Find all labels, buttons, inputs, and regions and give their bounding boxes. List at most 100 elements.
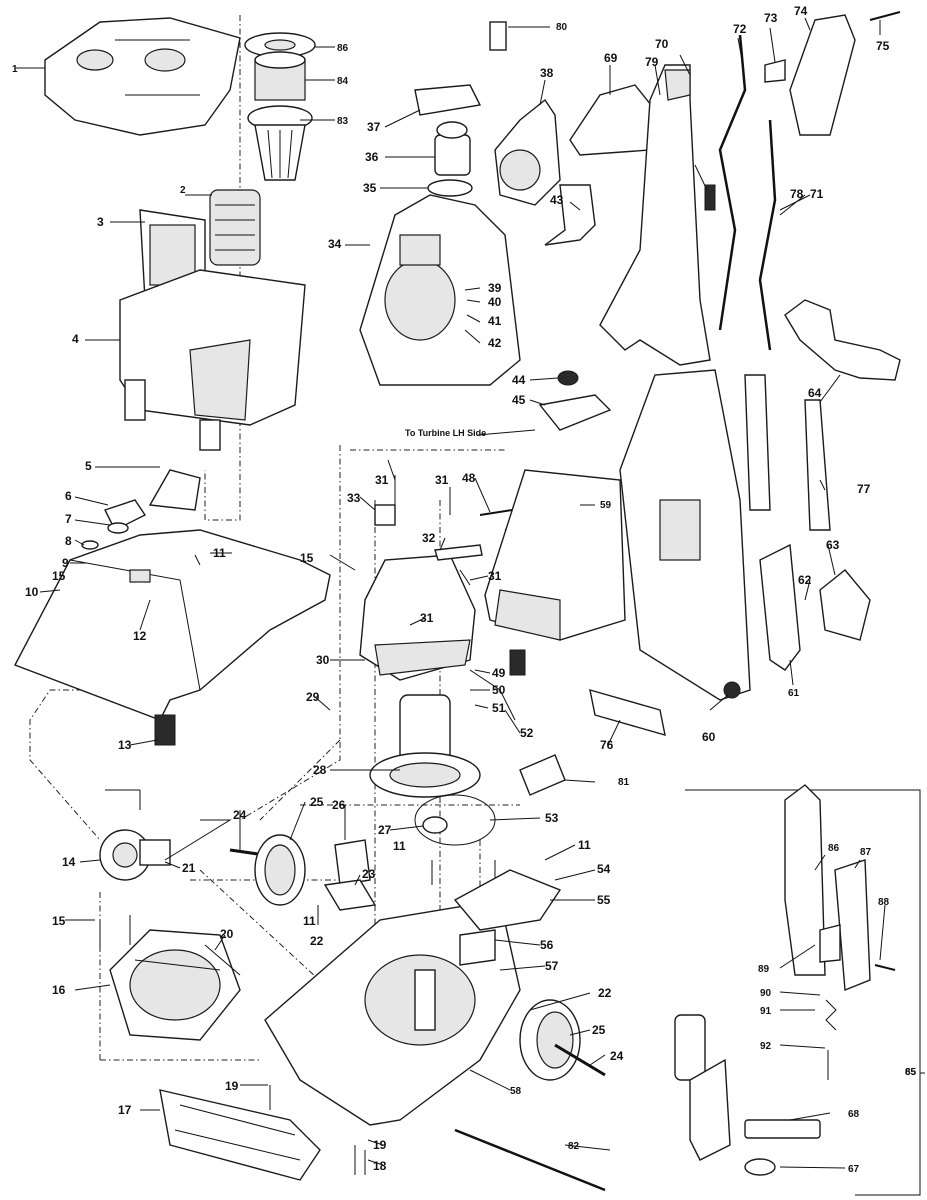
callout-78: 78 xyxy=(790,187,804,201)
part-73-clip xyxy=(764,59,786,83)
callout-4: 4 xyxy=(72,332,79,346)
part-37-handle xyxy=(414,84,482,116)
part-61-bracket xyxy=(759,543,801,671)
callout-48: 48 xyxy=(462,471,476,485)
part-68-brush-strip xyxy=(744,1119,821,1139)
callout-43: 43 xyxy=(550,193,564,207)
turbine-note: To Turbine LH Side xyxy=(405,428,486,438)
callout-59: 59 xyxy=(600,500,612,511)
part-32-latch xyxy=(434,544,483,561)
callout-32: 32 xyxy=(422,531,436,545)
part-24-25-wheel-left xyxy=(229,834,306,906)
part-85-crevice-tool xyxy=(674,1014,731,1161)
part-75-screw xyxy=(869,11,901,21)
part-28-motor xyxy=(369,694,481,798)
callout-6: 6 xyxy=(65,489,72,503)
callout-45: 45 xyxy=(512,393,526,407)
callout-12: 12 xyxy=(133,629,147,643)
part-23-bracket xyxy=(323,879,377,911)
callout-22: 22 xyxy=(310,934,324,948)
callout-89: 89 xyxy=(758,964,770,975)
callout-10: 10 xyxy=(25,585,39,599)
callout-31: 31 xyxy=(375,473,389,487)
part-86-92-hose-tool xyxy=(784,784,896,1080)
part-36-cap xyxy=(434,121,471,176)
callout-91: 91 xyxy=(760,1006,772,1017)
callout-25: 25 xyxy=(310,795,324,809)
callout-31: 31 xyxy=(435,473,449,487)
callout-19: 19 xyxy=(225,1079,239,1093)
part-70-79-handle xyxy=(599,64,711,366)
part-82-rod xyxy=(454,1128,606,1192)
part-16-brush-housing xyxy=(109,929,241,1041)
part-20-spring xyxy=(204,944,241,976)
part-45-plate xyxy=(538,394,612,431)
callout-31: 31 xyxy=(420,611,434,625)
callout-25: 25 xyxy=(592,1023,606,1037)
part-63-nozzle xyxy=(819,569,871,641)
callout-5: 5 xyxy=(85,459,92,473)
callout-18: 18 xyxy=(373,1159,387,1173)
callout-9: 9 xyxy=(62,556,69,570)
callout-79: 79 xyxy=(645,55,659,69)
part-27-seal xyxy=(422,816,448,834)
callout-27: 27 xyxy=(378,823,392,837)
part-72-tube xyxy=(718,34,747,331)
part-76-bar xyxy=(589,689,666,736)
callout-15: 15 xyxy=(52,569,66,583)
callout-55: 55 xyxy=(597,893,611,907)
callout-76: 76 xyxy=(600,738,614,752)
callout-39: 39 xyxy=(488,281,502,295)
part-44-knob xyxy=(557,370,579,386)
part-number-callouts: 1234567891011111111121314151515161718191… xyxy=(12,4,917,1175)
part-74-handle-grip xyxy=(789,14,856,136)
callout-11: 11 xyxy=(393,839,406,853)
part-10-hood xyxy=(14,529,331,746)
part-69-tool xyxy=(569,84,656,156)
part-86-84-83-filter-stack xyxy=(244,32,316,181)
callout-73: 73 xyxy=(764,11,778,25)
part-58-base xyxy=(264,899,521,1126)
kit-65-bracket-line xyxy=(685,789,921,1196)
callout-23: 23 xyxy=(362,867,376,881)
callout-26: 26 xyxy=(332,798,346,812)
part-38-turbine xyxy=(494,98,561,206)
callout-81: 81 xyxy=(618,777,630,788)
callout-58: 58 xyxy=(510,1086,522,1097)
part-71-clip xyxy=(704,184,716,211)
callout-60: 60 xyxy=(702,730,716,744)
callout-68: 68 xyxy=(848,1109,860,1120)
callout-21: 21 xyxy=(182,861,196,875)
callout-80: 80 xyxy=(556,22,568,33)
part-59-chassis xyxy=(484,469,626,641)
callout-31: 31 xyxy=(488,569,502,583)
callout-84: 84 xyxy=(337,76,349,87)
callout-67: 67 xyxy=(848,1164,860,1175)
callout-44: 44 xyxy=(512,373,526,387)
part-54-55-pedal xyxy=(453,869,562,931)
callout-61: 61 xyxy=(788,688,800,699)
callout-41: 41 xyxy=(488,314,502,328)
callout-7: 7 xyxy=(65,512,72,526)
callout-71: 71 xyxy=(810,187,824,201)
leader-lines xyxy=(15,17,925,1169)
callout-54: 54 xyxy=(597,862,611,876)
callout-38: 38 xyxy=(540,66,554,80)
callout-57: 57 xyxy=(545,959,559,973)
part-77b-strap xyxy=(804,399,831,531)
part-34-solution-tank xyxy=(359,194,521,386)
part-64-hose-rack xyxy=(784,299,901,381)
callout-72: 72 xyxy=(733,22,747,36)
callout-2: 2 xyxy=(180,185,186,196)
parts-6-9-small-fittings xyxy=(81,499,147,567)
callout-86: 86 xyxy=(828,843,840,854)
part-80-label xyxy=(489,21,507,51)
callout-19: 19 xyxy=(373,1138,387,1152)
callout-62: 62 xyxy=(798,573,812,587)
callout-15: 15 xyxy=(300,551,314,565)
part-1-tank-cover xyxy=(44,17,241,136)
callout-24: 24 xyxy=(610,1049,624,1063)
callout-49: 49 xyxy=(492,666,506,680)
callout-34: 34 xyxy=(328,237,342,251)
part-60-upright-frame xyxy=(619,369,751,701)
